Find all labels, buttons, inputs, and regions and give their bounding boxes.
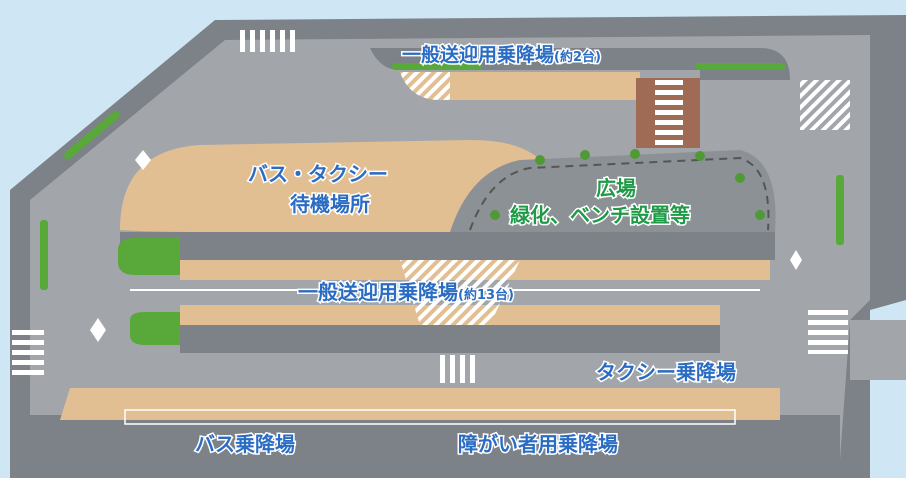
pickup-top-count: (約2台) [553,50,603,66]
pickup-mid-main: 一般送迎用乗降場 [297,280,460,304]
mid-bay-stripes [400,260,520,325]
plaza-dashed-line [469,156,770,231]
top-green-right [695,63,785,70]
bottom-sidewalk [10,415,840,465]
crosswalk-right [800,80,850,130]
pickup-top-label: 一般送迎用乗降場(約2台) [400,44,603,66]
crosswalk-left [12,325,44,375]
plaza-title: 広場 [595,176,638,200]
left-green-1 [63,110,121,160]
brown-crossing-stripes [655,78,683,148]
top-sidewalk [370,48,790,80]
top-pickup-bay [400,72,640,100]
top-green-left [392,63,482,70]
left-green-2 [40,220,48,290]
waiting-line1: バス・タクシー [247,162,390,186]
median-sidewalk-1 [120,232,775,260]
top-bay-stripes [400,72,450,100]
left-green-island-2 [130,312,180,345]
waiting-line2: 待機場所 [289,192,372,216]
plaza-area [450,150,776,232]
accessible-stop-label: 障がい者用乗降場 [457,432,620,456]
right-green [836,175,844,245]
pickup-mid-label: 一般送迎用乗降場(約13台) [297,280,516,304]
crosswalk-right-lower [808,310,848,354]
right-road [850,320,906,380]
left-green-island [118,238,180,275]
bay-outline [124,409,736,425]
crosswalk-bottom-center [435,355,475,383]
crosswalk-top-left [238,30,298,52]
plaza-desc: 緑化、ベンチ設置等 [509,203,692,227]
bottom-bays [60,388,780,420]
pickup-mid-count: (約13台) [457,288,516,304]
median-sidewalk-2 [180,325,720,353]
bus-stop-label: バス乗降場 [194,432,297,456]
bus-taxi-waiting-area [120,140,563,232]
taxi-stop-label: タクシー乗降場 [595,360,738,384]
pickup-top-main: 一般送迎用乗降場 [400,44,555,66]
plaza-trees [490,149,765,220]
